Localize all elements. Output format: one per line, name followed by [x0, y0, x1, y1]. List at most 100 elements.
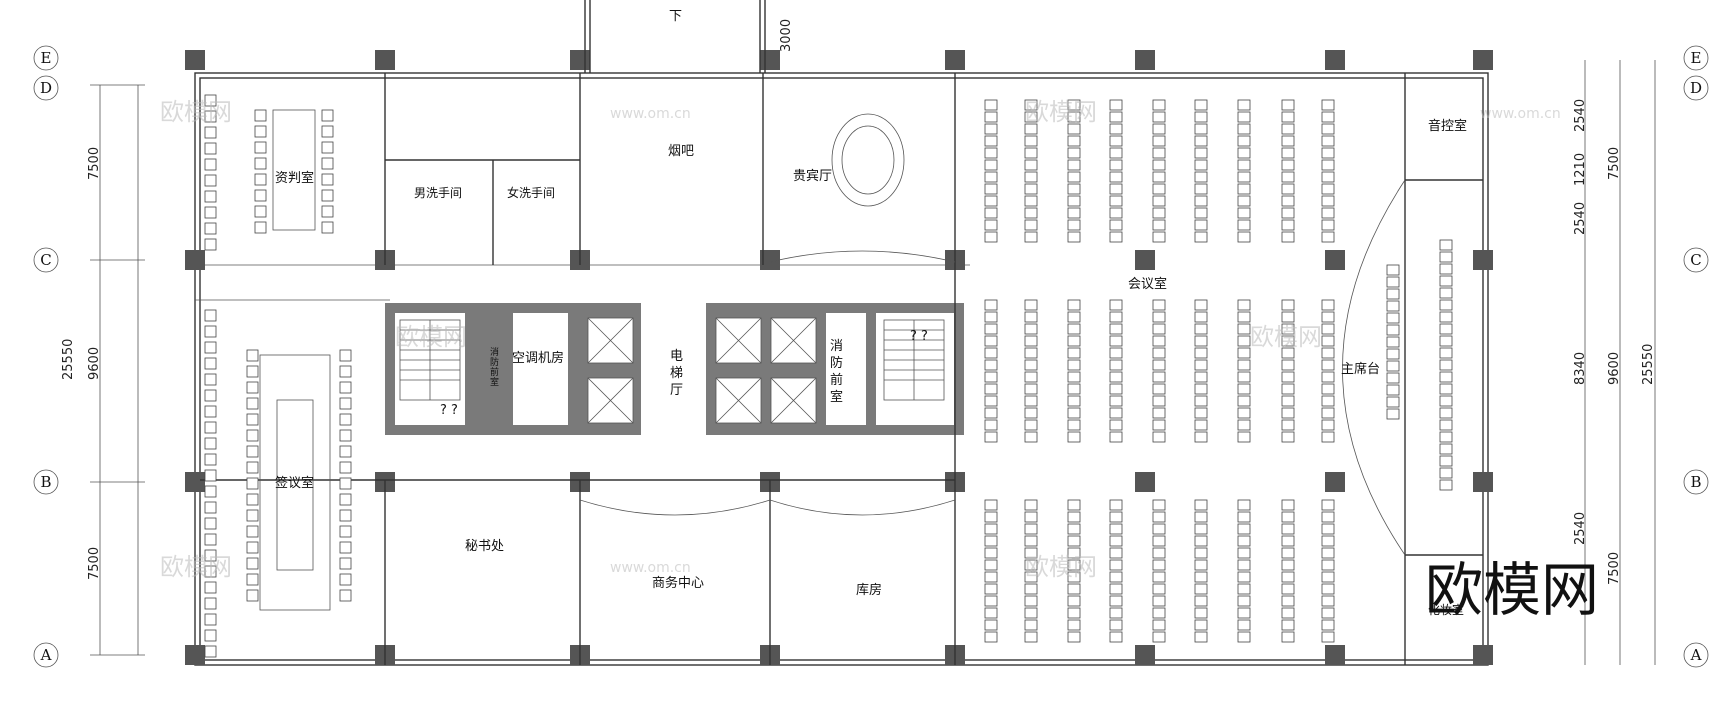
- seat: [1237, 299, 1251, 311]
- seat: [1321, 135, 1335, 147]
- seat: [1024, 183, 1038, 195]
- seat: [1109, 419, 1123, 431]
- seat: [1237, 195, 1251, 207]
- seat: [1281, 323, 1295, 335]
- stage-seat: [1439, 395, 1453, 407]
- seat: [1024, 123, 1038, 135]
- seat: [1194, 111, 1208, 123]
- seat: [1109, 219, 1123, 231]
- seat: [1109, 311, 1123, 323]
- seat: [1194, 419, 1208, 431]
- seat: [1024, 395, 1038, 407]
- chair: [204, 126, 217, 139]
- seat: [1152, 431, 1166, 443]
- chair: [204, 94, 217, 107]
- seat: [1321, 535, 1335, 547]
- svg-text:欧模网: 欧模网: [160, 98, 232, 126]
- stage-seat: [1439, 443, 1453, 455]
- chair: [204, 357, 217, 370]
- seat: [1067, 607, 1081, 619]
- chair: [246, 589, 259, 602]
- seat: [1109, 571, 1123, 583]
- seat: [1067, 359, 1081, 371]
- seat: [1281, 499, 1295, 511]
- column: [570, 50, 590, 70]
- seat: [1109, 607, 1123, 619]
- chair: [246, 525, 259, 538]
- seat: [984, 135, 998, 147]
- chair: [204, 405, 217, 418]
- seat: [1109, 231, 1123, 243]
- seat: [1237, 395, 1251, 407]
- seat: [1321, 371, 1335, 383]
- seat: [1194, 359, 1208, 371]
- stair-down-label: 下: [669, 9, 682, 24]
- seat: [984, 559, 998, 571]
- seat: [1067, 395, 1081, 407]
- stage-seat: [1439, 455, 1453, 467]
- chair: [204, 158, 217, 171]
- stage-seat: [1439, 359, 1453, 371]
- small-fire-char: 前: [490, 366, 499, 378]
- seat: [1237, 311, 1251, 323]
- stage-seat: [1439, 431, 1453, 443]
- seat: [1281, 431, 1295, 443]
- chair: [254, 173, 267, 186]
- stage-seat: [1386, 276, 1400, 288]
- seat: [1152, 371, 1166, 383]
- seat: [1109, 323, 1123, 335]
- stage-seat: [1386, 408, 1400, 420]
- chair: [339, 541, 352, 554]
- seat: [1067, 559, 1081, 571]
- seat: [1281, 147, 1295, 159]
- chair: [204, 222, 217, 235]
- seat: [1109, 123, 1123, 135]
- seat: [1237, 583, 1251, 595]
- stage-seat: [1386, 336, 1400, 348]
- chair: [204, 325, 217, 338]
- seat: [1194, 323, 1208, 335]
- seat: [1194, 335, 1208, 347]
- seat: [1194, 395, 1208, 407]
- room-label: 化妆室: [1428, 602, 1464, 617]
- seat: [1067, 347, 1081, 359]
- seat: [1109, 171, 1123, 183]
- seat: [1067, 595, 1081, 607]
- seat: [1067, 299, 1081, 311]
- chair: [204, 110, 217, 123]
- room-label: 签议室: [275, 475, 314, 491]
- stage-arc: [1342, 179, 1406, 556]
- seat: [1152, 207, 1166, 219]
- seat: [1321, 323, 1335, 335]
- seat: [1194, 123, 1208, 135]
- room-label: 商务中心: [652, 575, 704, 591]
- axis-label: D: [1690, 79, 1702, 97]
- svg-text:欧模网: 欧模网: [1025, 553, 1097, 581]
- axis-bubble: [33, 75, 59, 101]
- room-label: 男洗手间: [414, 186, 462, 200]
- stage-seat: [1386, 300, 1400, 312]
- seat: [984, 299, 998, 311]
- seat: [984, 431, 998, 443]
- fire-anteroom-char: 消: [830, 339, 843, 354]
- chair: [246, 573, 259, 586]
- axis-bubble: [1683, 469, 1709, 495]
- seat: [1321, 547, 1335, 559]
- seat: [1281, 183, 1295, 195]
- stage-seat: [1439, 251, 1453, 263]
- seat: [1152, 311, 1166, 323]
- seat: [984, 219, 998, 231]
- dimension-label: 9600: [1607, 352, 1622, 385]
- seat: [1281, 583, 1295, 595]
- seat: [1067, 383, 1081, 395]
- seat: [984, 123, 998, 135]
- column: [1325, 250, 1345, 270]
- column: [760, 250, 780, 270]
- dimension-label: 8340: [1573, 352, 1588, 385]
- seat: [1067, 631, 1081, 643]
- seat: [1194, 619, 1208, 631]
- seat: [1237, 359, 1251, 371]
- seat: [1321, 383, 1335, 395]
- seat: [1024, 147, 1038, 159]
- seat: [1237, 135, 1251, 147]
